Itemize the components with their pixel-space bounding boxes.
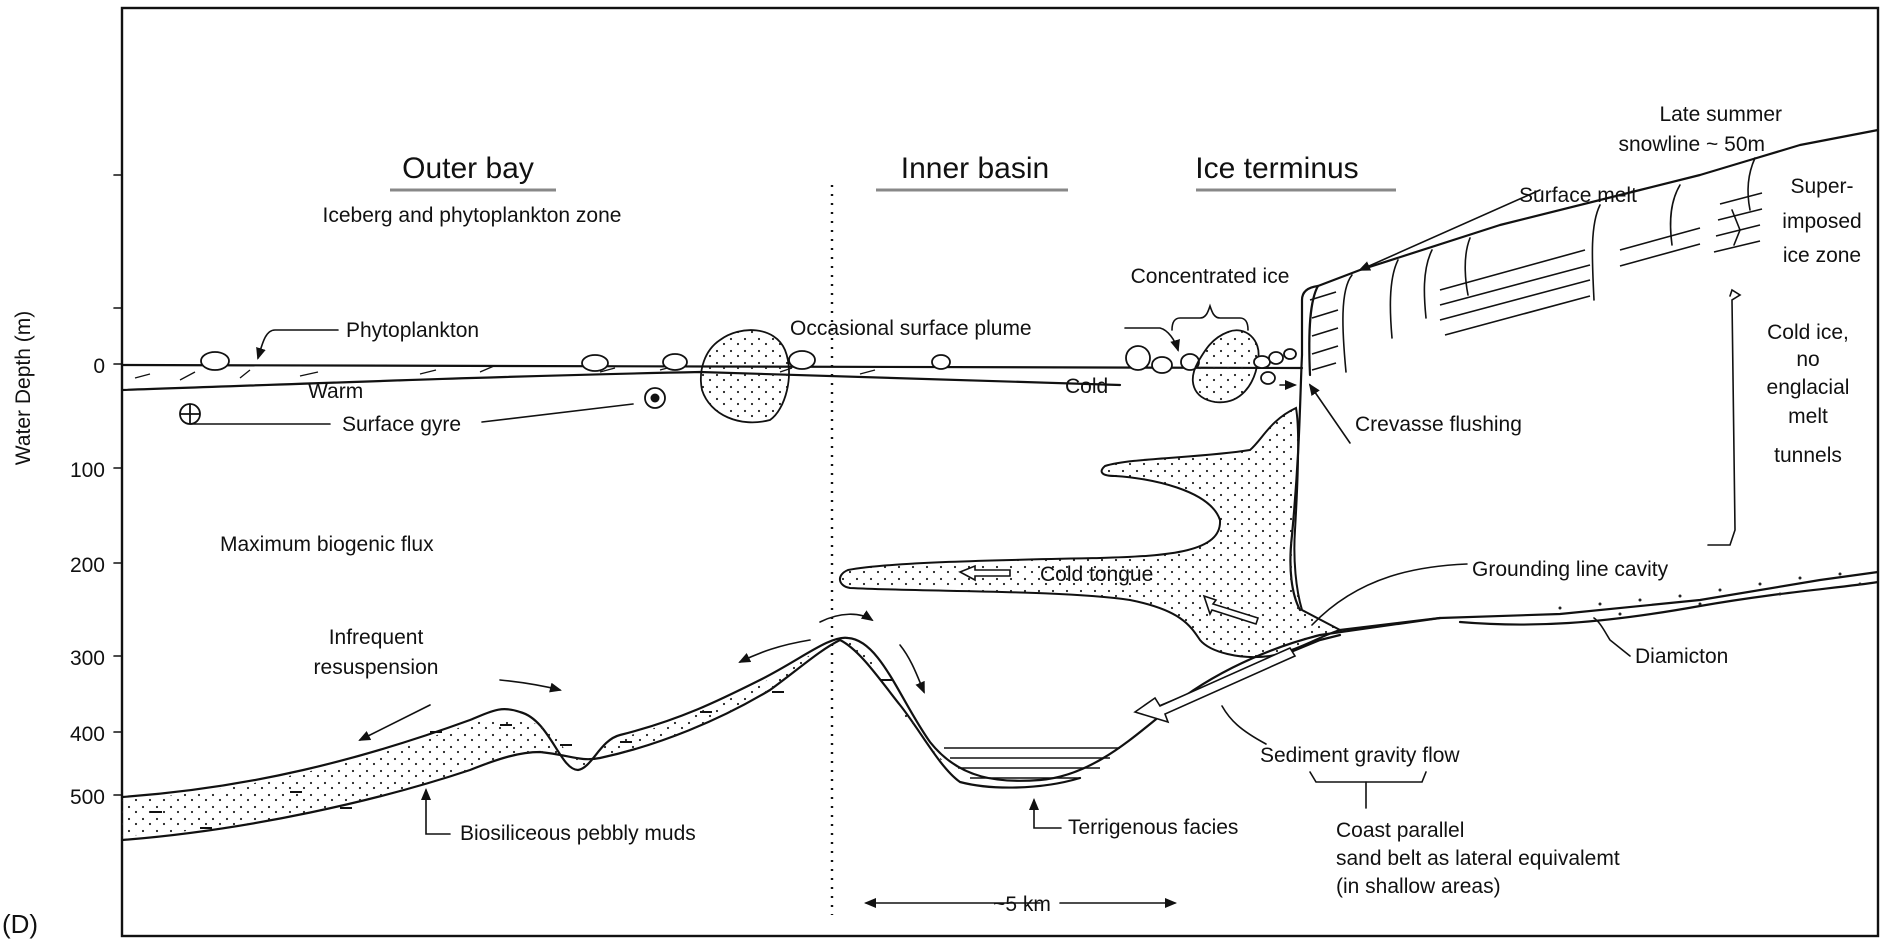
label-superimposed-3: ice zone: [1783, 244, 1861, 267]
heading-outer-bay: Outer bay: [402, 152, 534, 185]
depth-axis: 0 100 200 300 400 500 Water Depth (m): [12, 175, 122, 809]
label-cold-ice-2: no: [1796, 348, 1819, 371]
icebergs: [201, 330, 1296, 422]
label-terrigenous: Terrigenous facies: [1068, 816, 1238, 839]
label-diamicton: Diamicton: [1635, 645, 1728, 668]
label-infrequent-2: resuspension: [314, 656, 439, 679]
pebbly-mud-fill: [122, 641, 960, 836]
label-scale: ~5 km: [993, 893, 1051, 916]
label-biosiliceous: Biosiliceous pebbly muds: [460, 822, 696, 845]
tick-0: 0: [93, 355, 105, 378]
label-crevasse-flushing: Crevasse flushing: [1355, 413, 1522, 436]
tick-300: 300: [70, 647, 105, 670]
label-snowline-1: Late summer: [1659, 103, 1782, 126]
tick-500: 500: [70, 786, 105, 809]
label-grounding-line: Grounding line cavity: [1472, 558, 1669, 581]
label-cold: Cold: [1065, 375, 1108, 398]
label-surface-melt: Surface melt: [1519, 184, 1637, 207]
concentrated-ice-brace: [1172, 306, 1248, 330]
label-warm: Warm: [308, 380, 363, 403]
label-superimposed-1: Super-: [1790, 175, 1853, 198]
label-cold-tongue: Cold tongue: [1040, 563, 1153, 586]
heading-ice-terminus: Ice terminus: [1195, 152, 1358, 185]
axis-title: Water Depth (m): [12, 311, 35, 465]
label-phytoplankton: Phytoplankton: [346, 319, 479, 342]
panel-label: (D): [2, 909, 38, 939]
label-concentrated-ice: Concentrated ice: [1131, 265, 1290, 288]
label-max-biogenic: Maximum biogenic flux: [220, 533, 434, 556]
label-cold-ice-3: englacial: [1767, 376, 1850, 399]
label-occasional-plume: Occasional surface plume: [790, 317, 1032, 340]
cold-tongue-plume: [840, 408, 1340, 657]
tick-100: 100: [70, 459, 105, 482]
diagram-frame: [122, 8, 1878, 936]
sediment-gravity-arrow: [1135, 648, 1295, 722]
label-coast-1: Coast parallel: [1336, 819, 1464, 842]
label-surface-gyre: Surface gyre: [342, 413, 461, 436]
label-cold-ice-4: melt: [1788, 405, 1828, 428]
current-arrows: [360, 614, 924, 740]
label-coast-3: (in shallow areas): [1336, 875, 1501, 898]
tick-200: 200: [70, 554, 105, 577]
tick-400: 400: [70, 723, 105, 746]
label-superimposed-2: imposed: [1782, 210, 1861, 233]
surface-melt-arrow: [1360, 190, 1540, 270]
outer-bay-subtitle: Iceberg and phytoplankton zone: [323, 204, 622, 227]
heading-inner-basin: Inner basin: [901, 152, 1049, 185]
thermocline: [122, 372, 1120, 390]
label-cold-ice-5: tunnels: [1774, 444, 1842, 467]
label-coast-2: sand belt as lateral equivalemt: [1336, 847, 1620, 870]
label-infrequent-1: Infrequent: [329, 626, 424, 649]
label-sediment-gravity: Sediment gravity flow: [1260, 744, 1460, 767]
label-cold-ice-1: Cold ice,: [1767, 321, 1849, 344]
label-snowline-2: snowline ~ 50m: [1619, 133, 1766, 156]
